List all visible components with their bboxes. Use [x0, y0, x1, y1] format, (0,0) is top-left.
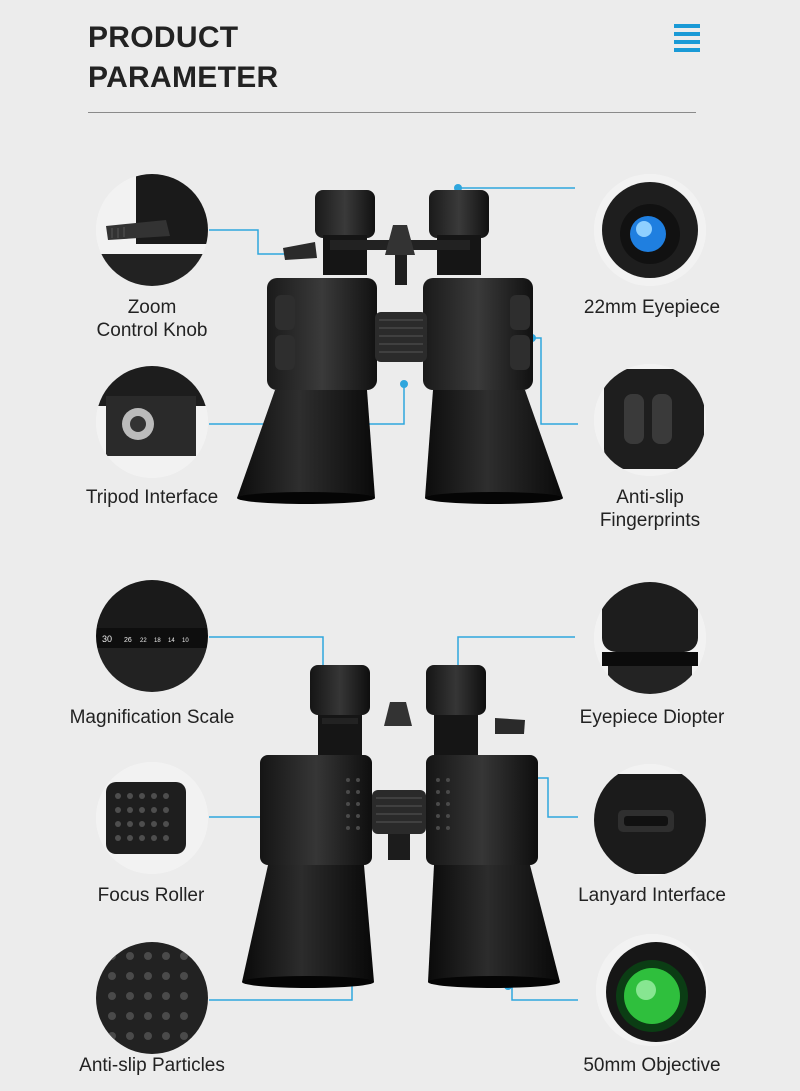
menu-bar: [674, 32, 700, 36]
scale-tick-26: 26: [124, 637, 132, 644]
menu-icon[interactable]: [674, 24, 700, 64]
lanyard-interface-detail-image: [594, 764, 706, 876]
anti-slip-particles-detail-image: [96, 942, 208, 1054]
label-tripod-interface: Tripod Interface: [85, 487, 219, 508]
label-line: Control Knob: [96, 320, 208, 341]
zoom-knob-detail-image: [96, 174, 208, 286]
menu-bar: [674, 24, 700, 28]
title-line-2: PARAMETER: [88, 61, 279, 94]
label-anti-slip-fingerprints: Anti-slip Fingerprints: [580, 486, 720, 532]
objective-lens-detail-image: [596, 934, 708, 1046]
label-zoom-control-knob: Zoom Control Knob: [84, 296, 220, 342]
label-line: Fingerprints: [599, 510, 701, 531]
label-focus-roller: Focus Roller: [97, 885, 205, 906]
title-line-1: PRODUCT: [88, 21, 239, 54]
label-anti-slip-particles: Anti-slip Particles: [79, 1055, 225, 1076]
label-lanyard-interface: Lanyard Interface: [578, 885, 726, 906]
anti-slip-fingerprints-detail-image: [594, 364, 706, 476]
scale-tick-22: 22: [140, 638, 147, 644]
header-divider: [88, 112, 696, 113]
scale-tick-10: 10: [182, 638, 189, 644]
eyepiece-diopter-detail-image: [594, 582, 706, 694]
focus-roller-detail-image: [96, 762, 208, 874]
tripod-interface-detail-image: [96, 366, 208, 478]
binoculars-bottom-image: [240, 660, 570, 995]
binoculars-top-image: [235, 180, 565, 515]
scale-tick-14: 14: [168, 638, 175, 644]
label-22mm-eyepiece: 22mm Eyepiece: [583, 297, 721, 318]
eyepiece-detail-image: [594, 174, 706, 286]
label-50mm-objective: 50mm Objective: [583, 1055, 721, 1076]
callout-fingerprints: [532, 337, 578, 425]
label-line: Anti-slip: [616, 487, 684, 508]
callout-zoom-knob: [209, 229, 288, 255]
page-title: PRODUCT PARAMETER: [88, 18, 278, 98]
menu-bar: [674, 40, 700, 44]
menu-bar: [674, 48, 700, 52]
label-eyepiece-diopter: Eyepiece Diopter: [579, 707, 725, 728]
label-line: Zoom: [127, 297, 177, 318]
label-magnification-scale: Magnification Scale: [69, 707, 235, 728]
scale-tick-18: 18: [154, 638, 161, 644]
magnification-scale-detail-image: 30 26 22 18 14 10: [96, 580, 208, 692]
scale-tick-30: 30: [102, 634, 112, 644]
